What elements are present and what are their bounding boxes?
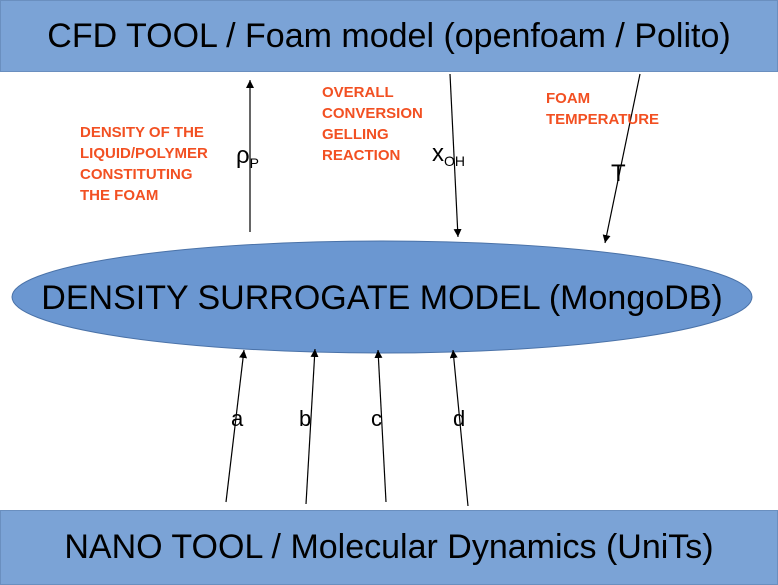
x-oh-symbol: xOH (432, 140, 465, 169)
input-a-label: a (231, 406, 244, 431)
arrow-d-up (449, 349, 469, 507)
arrow-t-down (602, 73, 641, 244)
arrow-b-up (305, 348, 319, 505)
rho-p-symbol: ρP (236, 142, 259, 171)
nano-tool-label: NANO TOOL / Molecular Dynamics (UniTs) (64, 528, 714, 566)
density-description: DENSITY OF THE LIQUID/POLYMER CONSTITUTI… (80, 124, 208, 204)
arrow-xoh-down (449, 73, 462, 238)
input-b-label: b (299, 406, 312, 431)
input-c-label: c (371, 406, 382, 431)
t-symbol: T (611, 160, 626, 187)
input-d-label: d (453, 406, 466, 431)
arrow-a-up (225, 349, 248, 503)
temperature-description: FOAM TEMPERATURE (546, 90, 660, 128)
arrow-c-up (374, 349, 387, 503)
surrogate-model-label: DENSITY SURROGATE MODEL (MongoDB) (41, 278, 723, 317)
cfd-tool-label: CFD TOOL / Foam model (openfoam / Polito… (47, 16, 731, 55)
nano-tool-box: NANO TOOL / Molecular Dynamics (UniTs) (0, 510, 778, 585)
conversion-description: OVERALL CONVERSION GELLING REACTION (322, 84, 423, 164)
cfd-tool-box: CFD TOOL / Foam model (openfoam / Polito… (0, 0, 778, 72)
